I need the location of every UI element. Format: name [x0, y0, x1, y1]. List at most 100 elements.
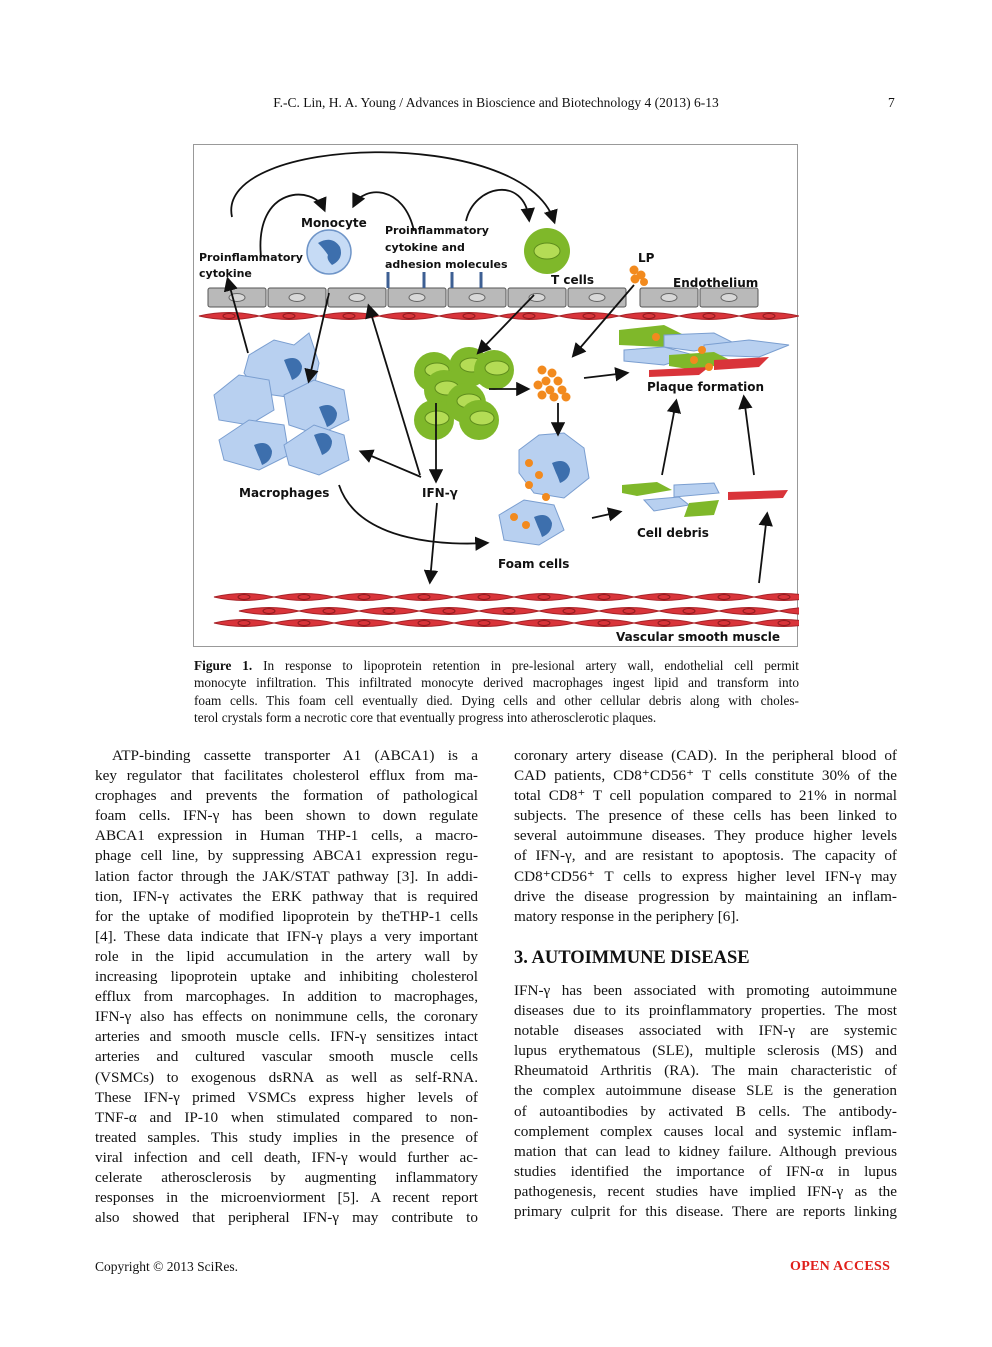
- muscle-nucleus: [382, 608, 396, 614]
- label-proinflammatory-adhesion-2: cytokine and: [385, 241, 465, 254]
- muscle-nucleus: [522, 313, 536, 319]
- lp-cluster: [533, 365, 571, 402]
- text-line: primary culprit for this disease. There …: [514, 1203, 897, 1221]
- text-line: CAD patients, CD8⁺CD56⁺ T cells constitu…: [514, 767, 897, 785]
- muscle-nucleus: [777, 594, 791, 600]
- muscle-nucleus: [402, 313, 416, 319]
- section-heading: 3. AUTOIMMUNE DISEASE: [514, 948, 750, 968]
- label-macrophages: Macrophages: [239, 486, 329, 500]
- muscle-nucleus: [462, 313, 476, 319]
- lp-particle: [541, 376, 551, 386]
- endothelial-nucleus: [288, 293, 306, 302]
- lp-particle: [547, 368, 557, 378]
- text-line: the complex autoimmune disease SLE is th…: [514, 1082, 897, 1100]
- muscle-nucleus: [322, 608, 336, 614]
- muscle-nucleus: [477, 594, 491, 600]
- atherosclerosis-diagram: Monocyte Proinflammatory cytokine and ad…: [198, 151, 840, 644]
- text-line: arteries and smooth muscle cells. IFN-γ …: [95, 1028, 478, 1046]
- muscle-nucleus: [657, 620, 671, 626]
- text-line: for the uptake of modified lipoprotein b…: [95, 907, 478, 925]
- muscle-nucleus: [717, 620, 731, 626]
- endothelial-nucleus: [468, 293, 486, 302]
- label-cell-debris: Cell debris: [637, 526, 709, 540]
- text-line: role in the lipid accumulation in the ar…: [95, 947, 478, 965]
- muscle-nucleus: [282, 313, 296, 319]
- open-access-badge: OPEN ACCESS: [790, 1259, 891, 1274]
- text-line: phage cell line, by suppressing ABCA1 ex…: [95, 847, 478, 865]
- label-t-cells: T cells: [551, 273, 594, 287]
- text-line: matory response in the periphery [6].: [514, 907, 740, 925]
- right-column-paragraph-1: coronary artery disease (CAD). In the pe…: [514, 746, 897, 927]
- text-line: drive the disease progression by maintai…: [514, 887, 897, 905]
- muscle-nucleus: [702, 313, 716, 319]
- copyright: Copyright © 2013 SciRes.: [95, 1259, 239, 1274]
- smooth-muscle-cell: [778, 607, 840, 615]
- t-cell-nucleus: [484, 360, 510, 376]
- muscle-nucleus: [597, 620, 611, 626]
- muscle-nucleus: [502, 608, 516, 614]
- text-line: coronary artery disease (CAD). In the pe…: [514, 747, 897, 764]
- label-foam-cells: Foam cells: [498, 557, 569, 571]
- t-cell: [524, 228, 570, 274]
- muscle-nucleus: [237, 620, 251, 626]
- muscle-nucleus: [297, 620, 311, 626]
- lp-particle: [533, 380, 543, 390]
- text-line: These IFN-γ primed VSMCs express higher …: [95, 1088, 478, 1106]
- muscle-nucleus: [297, 594, 311, 600]
- text-line: lupus erythematous (SLE), multiple scler…: [514, 1042, 897, 1060]
- t-cell-cluster: [414, 347, 514, 440]
- lp-particle: [549, 392, 559, 402]
- muscle-nucleus: [477, 620, 491, 626]
- muscle-nucleus: [342, 313, 356, 319]
- lp-particle: [537, 365, 547, 375]
- muscle-nucleus: [357, 620, 371, 626]
- label-ifn-gamma: IFN-γ: [422, 486, 458, 500]
- label-endothelium: Endothelium: [673, 276, 758, 290]
- t-cell-nucleus: [424, 410, 450, 426]
- figure-caption: Figure 1. In response to lipoprotein ret…: [194, 657, 799, 727]
- text-line: (VSMCs) to exogenous dsRNA as well as se…: [95, 1068, 478, 1086]
- text-line: of autoantibodies by activated B cells. …: [514, 1102, 897, 1120]
- muscle-nucleus: [717, 594, 731, 600]
- text-line: celerate atherosclerosis by augmenting i…: [95, 1168, 478, 1186]
- label-proinflammatory-cytokine-1: Proinflammatory: [199, 251, 303, 264]
- smooth-muscle-cell: [753, 593, 815, 601]
- text-line: TNF-α and IP-10 when stimulated compared…: [95, 1108, 478, 1126]
- text-line: studies identified the importance of IFN…: [514, 1162, 897, 1180]
- text-line: increasing lipoprotein uptake and inhibi…: [95, 968, 478, 986]
- text-line: ABCA1 expression in Human THP-1 cells, a…: [95, 827, 478, 845]
- text-line: ATP-binding cassette transporter A1 (ABC…: [112, 747, 478, 764]
- label-lp: LP: [638, 251, 655, 265]
- text-line: IFN-γ has been associated with promoting…: [514, 982, 897, 999]
- text-line: arteries and cultured vascular smooth mu…: [95, 1048, 478, 1066]
- caption-line: terol crystals form a necrotic core that…: [194, 710, 657, 726]
- muscle-nucleus: [537, 620, 551, 626]
- muscle-nucleus: [537, 594, 551, 600]
- muscle-nucleus: [597, 594, 611, 600]
- lp-particle: [537, 390, 547, 400]
- lp-particle: [553, 376, 563, 386]
- muscle-nucleus: [417, 620, 431, 626]
- text-line: treated samples. This study implies in t…: [95, 1128, 478, 1146]
- muscle-nucleus: [222, 313, 236, 319]
- plaque-formation: [619, 325, 790, 377]
- muscle-nucleus: [357, 594, 371, 600]
- lp-particles: [629, 265, 648, 286]
- text-line: tion, IFN-γ activates the ERK pathway th…: [95, 887, 478, 905]
- text-line: IFN-γ also has effects on nonimmune cell…: [95, 1008, 478, 1026]
- caption-text: In response to lipoprotein retention in …: [263, 658, 799, 673]
- endothelial-nucleus: [588, 293, 606, 302]
- muscle-layer-top: [198, 312, 800, 320]
- text-line: diseases due to its proinflammatory prop…: [514, 1002, 897, 1020]
- muscle-nucleus: [442, 608, 456, 614]
- muscle-nucleus: [762, 313, 776, 319]
- figure-1: Monocyte Proinflammatory cytokine and ad…: [193, 144, 840, 647]
- text-line: several autoimmune diseases. They produc…: [514, 827, 897, 845]
- endothelial-nucleus: [348, 293, 366, 302]
- muscle-nucleus: [622, 608, 636, 614]
- endothelium-layer: [207, 287, 759, 308]
- label-plaque-formation: Plaque formation: [647, 380, 764, 394]
- caption-line: foam cells. This foam cell eventually di…: [194, 692, 799, 708]
- macrophage-nuclei: [254, 358, 337, 465]
- muscle-nucleus: [262, 608, 276, 614]
